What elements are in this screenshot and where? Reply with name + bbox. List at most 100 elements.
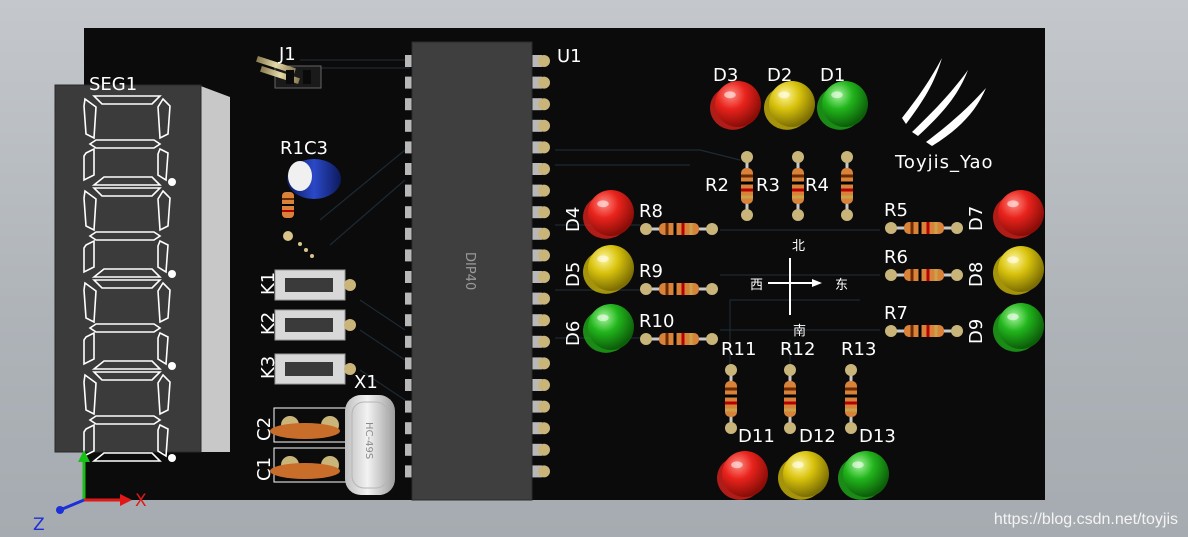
mcu-pad bbox=[538, 98, 550, 111]
led-yellow bbox=[778, 451, 829, 500]
resistor-label-r12: R12 bbox=[780, 339, 815, 360]
mcu-pin bbox=[405, 443, 415, 456]
button-k2 bbox=[274, 309, 356, 341]
resistor-body bbox=[885, 222, 963, 234]
mcu-pin bbox=[405, 335, 415, 348]
decimal-point bbox=[168, 362, 176, 370]
digit-4 bbox=[83, 371, 176, 462]
segment bbox=[83, 331, 95, 366]
mcu-pad bbox=[538, 422, 550, 435]
led-red bbox=[993, 190, 1044, 239]
mcu-pin bbox=[405, 292, 415, 305]
mcu-pin bbox=[405, 422, 415, 435]
led-green bbox=[993, 303, 1044, 352]
digit-3 bbox=[83, 279, 176, 370]
segment bbox=[91, 360, 162, 370]
mcu-pad bbox=[538, 314, 550, 327]
logo-text: Toyjis_Yao bbox=[894, 152, 994, 173]
mcu-pin bbox=[405, 206, 415, 219]
segment bbox=[83, 281, 97, 324]
compass-south: 南 bbox=[793, 323, 806, 339]
resistor-label-r3: R3 bbox=[756, 175, 780, 196]
resistor-body bbox=[640, 223, 718, 235]
resistor-body bbox=[741, 151, 753, 221]
digit-1 bbox=[83, 95, 176, 186]
j1-label: J1 bbox=[278, 44, 296, 65]
button-k1 bbox=[274, 269, 356, 301]
segment bbox=[157, 373, 171, 416]
mcu-pad bbox=[538, 443, 550, 456]
segment bbox=[83, 189, 97, 232]
resistor-body bbox=[845, 364, 857, 434]
mcu-package-label: DIP40 bbox=[462, 252, 477, 290]
mcu-pin bbox=[405, 55, 415, 67]
decimal-point bbox=[168, 178, 176, 186]
segment bbox=[88, 139, 162, 149]
button-label-k3: K3 bbox=[258, 356, 279, 379]
button-label-k2: K2 bbox=[258, 312, 279, 335]
mcu-pad bbox=[538, 119, 550, 132]
segment bbox=[91, 452, 162, 462]
capacitor-label-c1: C1 bbox=[254, 457, 275, 481]
mcu-pad bbox=[538, 163, 550, 175]
mcu-pin bbox=[405, 465, 415, 478]
led-label-d5: D5 bbox=[563, 262, 584, 287]
led-green bbox=[817, 81, 868, 130]
led-label-d9: D9 bbox=[966, 319, 987, 344]
mcu-pad bbox=[538, 465, 550, 478]
decimal-point bbox=[168, 454, 176, 462]
mcu-pad bbox=[538, 55, 550, 67]
segment bbox=[157, 331, 169, 366]
segment bbox=[83, 147, 95, 182]
resistor-body bbox=[725, 364, 737, 434]
segment bbox=[92, 279, 162, 289]
segment bbox=[88, 415, 162, 425]
compass-east: 东 bbox=[835, 278, 848, 293]
crystal: HC-49S bbox=[345, 395, 395, 495]
led-label-d4: D4 bbox=[563, 207, 584, 232]
mcu-pin bbox=[405, 76, 415, 89]
led-red bbox=[717, 451, 768, 500]
led-yellow bbox=[764, 81, 815, 130]
segment bbox=[157, 423, 169, 458]
compass-marker bbox=[768, 258, 822, 315]
mcu-pin bbox=[405, 249, 415, 262]
mcu-pad bbox=[538, 184, 550, 197]
led-label-d13: D13 bbox=[859, 426, 896, 447]
mcu-chip bbox=[411, 41, 533, 501]
resistor-body bbox=[792, 151, 804, 221]
resistor-label-r2: R2 bbox=[705, 175, 729, 196]
mcu-pad bbox=[538, 141, 550, 154]
mcu-pad bbox=[538, 400, 550, 413]
mcu-pad bbox=[538, 227, 550, 240]
segment bbox=[91, 176, 162, 186]
resistor-body bbox=[640, 283, 718, 295]
digit-2 bbox=[83, 187, 176, 278]
led-yellow bbox=[583, 245, 634, 294]
mcu-pad bbox=[538, 335, 550, 348]
mcu-pin bbox=[405, 314, 415, 327]
resistor-body bbox=[885, 269, 963, 281]
mcu-pin bbox=[405, 119, 415, 132]
mcu-pad bbox=[538, 357, 550, 370]
segment bbox=[157, 147, 169, 182]
u1-label: U1 bbox=[557, 46, 582, 67]
led-red bbox=[583, 190, 634, 239]
segment bbox=[92, 95, 162, 105]
segment bbox=[157, 239, 169, 274]
mcu-pad bbox=[538, 249, 550, 262]
resistor-body bbox=[841, 151, 853, 221]
watermark: https://blog.csdn.net/toyjis bbox=[993, 511, 1178, 528]
resistor-label-r10: R10 bbox=[639, 311, 674, 332]
mcu-pins bbox=[405, 55, 550, 478]
segment bbox=[83, 97, 97, 140]
resistor-label-r7: R7 bbox=[884, 303, 908, 324]
jumper-header bbox=[256, 55, 322, 89]
axis-x-label: X bbox=[135, 491, 147, 511]
led-label-d11: D11 bbox=[738, 426, 775, 447]
